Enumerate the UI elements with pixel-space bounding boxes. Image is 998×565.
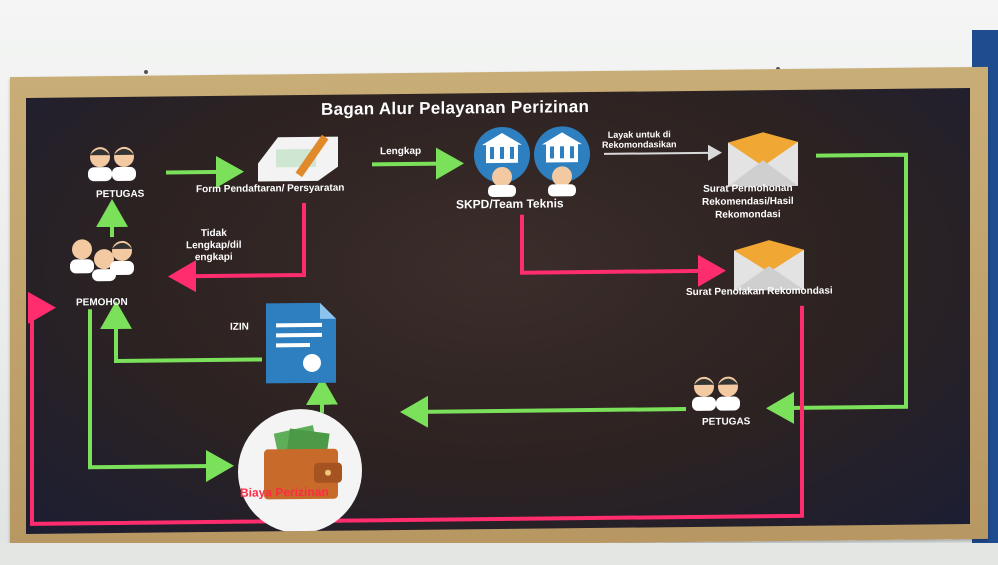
arrow-pemohon-to-biaya <box>88 309 234 483</box>
page-title: Bagan Alur Pelayanan Perizinan <box>321 97 590 119</box>
label-layak: Layak untuk di Rekomondasikan <box>602 129 677 150</box>
arrow-petugas-to-izin <box>400 395 686 428</box>
arrow-skpd-to-surat <box>604 144 722 161</box>
wallet-icon <box>238 409 362 534</box>
envelope-icon <box>728 132 798 187</box>
bank-person-icon <box>474 126 530 198</box>
label-tidak-lengkap: Tidak Lengkap/dil engkapi <box>186 227 242 264</box>
arrow-surat-to-petugas <box>766 152 908 424</box>
bank-person-icon <box>534 126 590 197</box>
arrow-form-to-pemohon <box>168 203 306 293</box>
arrow-skpd-to-penolakan <box>520 214 726 287</box>
nail <box>144 70 148 74</box>
label-lengkap: Lengkap <box>380 145 422 158</box>
arrow-izin-to-pemohon <box>100 301 262 364</box>
people-icon <box>88 146 136 182</box>
label-surat-penolakan: Surat Penolakan Rekomondasi <box>686 285 833 299</box>
label-form: Form Pendaftaran/ Persyaratan <box>196 182 345 196</box>
envelope-icon <box>734 240 804 291</box>
arrow-penolakan-to-pemohon <box>28 291 804 526</box>
form-icon <box>258 134 338 182</box>
label-biaya: Biaya Perizinan <box>240 484 329 500</box>
flow-arrows <box>28 126 908 534</box>
people-icon <box>692 376 740 411</box>
label-izin: IZIN <box>230 321 249 333</box>
label-petugas-top: PETUGAS <box>96 188 145 201</box>
label-skpd: SKPD/Team Teknis <box>456 196 564 212</box>
wall-bottom <box>0 543 998 565</box>
label-surat-permohonan: Surat Permohonan Rekomendasi/Hasil Rekom… <box>702 182 794 221</box>
arrow-petugas-to-form <box>166 155 244 188</box>
label-pemohon: PEMOHON <box>76 296 128 309</box>
flowchart-board: Bagan Alur Pelayanan Perizinan PETUGAS F… <box>26 88 970 534</box>
document-icon <box>266 302 336 384</box>
label-petugas-bottom: PETUGAS <box>702 416 751 428</box>
people-icon <box>70 239 134 282</box>
arrow-form-to-skpd <box>372 147 464 180</box>
